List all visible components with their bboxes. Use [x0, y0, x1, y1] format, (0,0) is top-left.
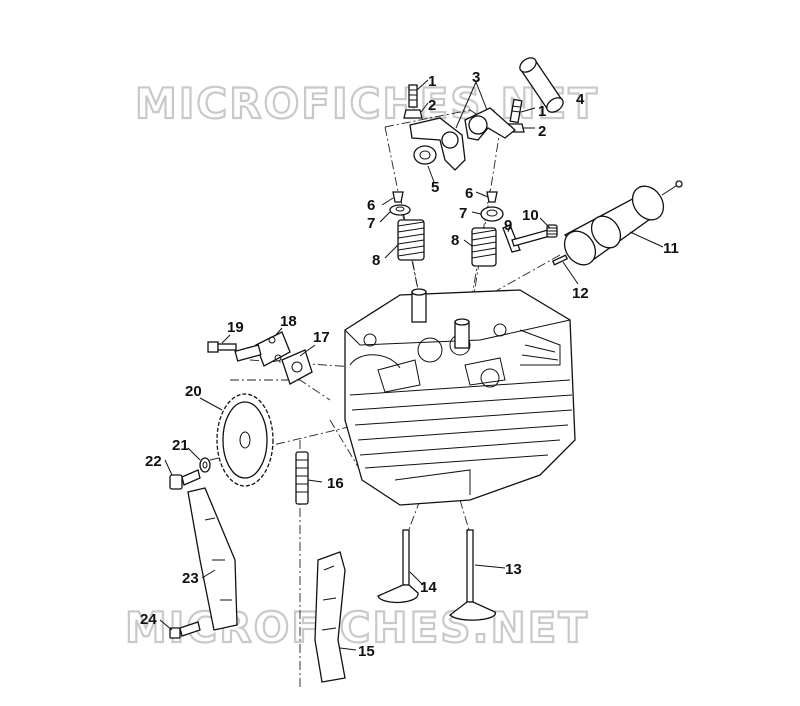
callout-2-right: 2 — [538, 123, 546, 140]
callout-15: 15 — [358, 643, 375, 660]
callout-5: 5 — [431, 179, 439, 196]
valve-exhaust — [448, 529, 496, 621]
callout-1-right: 1 — [538, 103, 546, 120]
callout-17: 17 — [313, 329, 330, 346]
camshaft-pin — [551, 254, 569, 266]
valve-keeper-left — [392, 191, 404, 203]
rocker-shaft — [519, 57, 564, 113]
callout-7-right: 7 — [459, 205, 467, 222]
watermark-bottom: MICROFICHES.NET — [125, 603, 589, 652]
valve-intake — [377, 529, 419, 604]
rocker-arm-right — [464, 107, 517, 141]
chain-tensioner — [234, 331, 291, 367]
callout-23: 23 — [182, 570, 199, 587]
lock-nut-left — [403, 109, 423, 119]
callout-8-left: 8 — [372, 252, 380, 269]
callout-6-right: 6 — [465, 185, 473, 202]
callout-7-left: 7 — [367, 215, 375, 232]
callout-1-left: 1 — [428, 73, 436, 90]
adjuster-screw-left — [408, 84, 418, 108]
valve-spring-right — [471, 227, 497, 267]
valve-guides — [411, 288, 470, 349]
tensioner-bolt — [207, 341, 237, 353]
valve-spring-left — [397, 219, 425, 261]
valve-keeper-right — [486, 191, 498, 203]
callout-2-left: 2 — [428, 97, 436, 114]
callout-19: 19 — [227, 319, 244, 336]
thrust-washer — [413, 145, 437, 165]
callout-20: 20 — [185, 383, 202, 400]
chain-guide — [314, 551, 346, 683]
callout-16: 16 — [327, 475, 344, 492]
callout-14: 14 — [420, 579, 437, 596]
callout-12: 12 — [572, 285, 589, 302]
spring-retainer-left — [389, 204, 411, 216]
decompression-lever — [502, 224, 551, 253]
callout-4: 4 — [576, 91, 585, 108]
guide-bolt — [169, 621, 201, 639]
adjuster-screw-right — [509, 98, 523, 124]
camshaft — [563, 180, 683, 266]
callout-11: 11 — [663, 240, 679, 257]
spring-retainer-right — [480, 206, 504, 222]
front-chain-guide — [187, 487, 238, 631]
leader-lines — [159, 79, 664, 651]
callout-labels: 1 1 2 2 3 4 5 6 6 7 7 8 8 9 10 11 12 13 … — [140, 69, 679, 660]
callout-18: 18 — [280, 313, 297, 330]
cylinder-head — [344, 289, 576, 506]
cam-chain — [295, 451, 309, 505]
tensioner-gasket — [281, 349, 313, 385]
sprocket-bolt — [169, 469, 201, 490]
callout-10: 10 — [522, 207, 539, 224]
callout-21: 21 — [172, 437, 189, 454]
sprocket-washer — [199, 457, 211, 473]
callout-6-left: 6 — [367, 197, 375, 214]
callout-24: 24 — [140, 611, 157, 628]
rocker-arm-left — [409, 117, 466, 171]
cam-sprocket — [216, 393, 274, 487]
callout-9: 9 — [504, 217, 512, 234]
callout-22: 22 — [145, 453, 162, 470]
callout-13: 13 — [505, 561, 522, 578]
callout-8-right: 8 — [451, 232, 459, 249]
watermark-top: MICROFICHES.NET — [135, 79, 599, 128]
callout-3: 3 — [472, 69, 480, 86]
